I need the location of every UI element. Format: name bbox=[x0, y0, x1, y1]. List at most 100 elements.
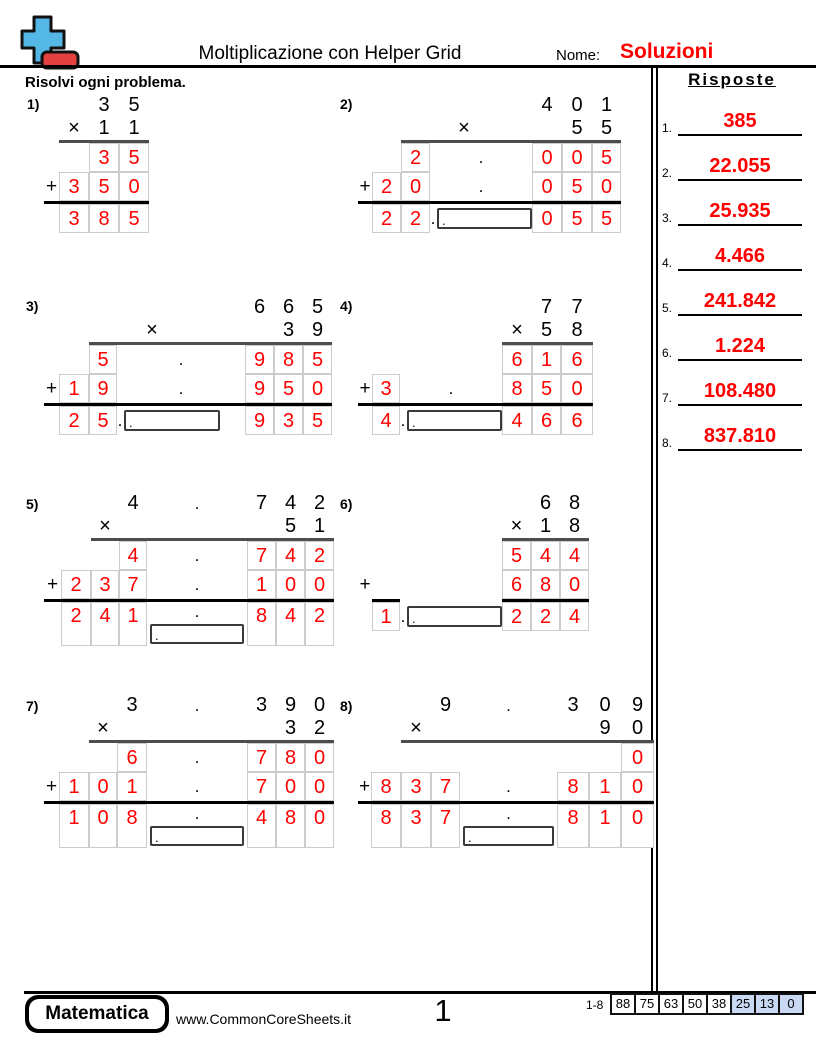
grid-cell: 5 bbox=[592, 204, 621, 233]
multiply-sign: × bbox=[511, 319, 523, 341]
digit: 9 bbox=[311, 319, 324, 341]
digit: 0 bbox=[631, 717, 644, 739]
grid-cell: 3 bbox=[372, 374, 400, 403]
separator-dot: . bbox=[117, 411, 123, 430]
separator-dot: . bbox=[400, 411, 406, 430]
instruction-text: Risolvi ogni problema. bbox=[25, 74, 186, 91]
site-url: www.CommonCoreSheets.it bbox=[176, 1011, 352, 1027]
grid-cell: 6 bbox=[561, 345, 593, 374]
answer-value: 837.810 bbox=[703, 425, 777, 447]
grid-cell: 3 bbox=[91, 570, 119, 599]
brand-badge: Matematica bbox=[25, 995, 169, 1033]
grid-cell: 0 bbox=[276, 772, 305, 801]
multiply-sign: × bbox=[458, 117, 470, 139]
grid-cell: 3 bbox=[274, 406, 303, 435]
grid-cell: 5 bbox=[502, 541, 531, 570]
answer-value: 25.935 bbox=[709, 200, 771, 222]
grid-cell: 7 bbox=[247, 541, 276, 570]
digit: 5 bbox=[540, 319, 553, 341]
grid-cell: 6 bbox=[561, 406, 593, 435]
digit: 1 bbox=[600, 94, 613, 116]
grid-cell: 2 bbox=[372, 204, 401, 233]
separator-dot: . bbox=[155, 830, 159, 845]
answer-box[interactable]: . bbox=[437, 208, 532, 229]
answer-underline bbox=[678, 314, 802, 316]
separator-dot: . bbox=[506, 804, 511, 823]
separator-dot: . bbox=[194, 494, 200, 513]
grid-cell: 0 bbox=[89, 772, 117, 801]
grid-cell: 8 bbox=[371, 772, 401, 801]
worksheet-title: Moltiplicazione con Helper Grid bbox=[198, 43, 462, 64]
grid-cell: 0 bbox=[401, 172, 430, 201]
multiply-sign: × bbox=[146, 319, 158, 341]
answer-number: 1. bbox=[662, 121, 673, 135]
answer-item: 3.25.935 bbox=[662, 196, 804, 226]
separator-dot: . bbox=[478, 177, 484, 196]
answers-divider bbox=[651, 68, 658, 993]
grid-cell: 6 bbox=[117, 743, 147, 772]
grid-cell: 5 bbox=[303, 406, 332, 435]
answer-item: 7.108.480 bbox=[662, 376, 804, 406]
grid-cell: 8 bbox=[371, 804, 401, 848]
score-cell: 50 bbox=[682, 993, 708, 1015]
grid-cell: 0 bbox=[561, 374, 593, 403]
multiply-sign: × bbox=[99, 515, 111, 537]
grid-cell: 5 bbox=[119, 204, 149, 233]
answer-box[interactable]: . bbox=[407, 410, 502, 431]
answer-value: 4.466 bbox=[714, 245, 766, 267]
header-rule bbox=[0, 65, 816, 68]
answer-value: 385 bbox=[723, 110, 757, 132]
grid-cell: 5 bbox=[119, 143, 149, 172]
plus-sign: + bbox=[46, 574, 59, 595]
grid-cell: 0 bbox=[305, 570, 334, 599]
grid-cell: 1 bbox=[589, 804, 621, 848]
digit: 7 bbox=[540, 296, 553, 318]
separator-dot: . bbox=[194, 804, 200, 823]
grid-cell: 8 bbox=[531, 570, 560, 599]
grid-cell: 2 bbox=[401, 143, 430, 172]
grid-cell: 2 bbox=[401, 204, 430, 233]
grid-cell: 0 bbox=[621, 804, 654, 848]
grid-cell: 8 bbox=[89, 204, 119, 233]
separator-dot: . bbox=[194, 602, 200, 621]
grid-cell: 5 bbox=[89, 345, 117, 374]
score-cell: 38 bbox=[706, 993, 732, 1015]
sum-line bbox=[502, 599, 589, 602]
answer-number: 7. bbox=[662, 391, 673, 405]
digit: 4 bbox=[541, 94, 553, 116]
grid-cell: 5 bbox=[274, 374, 303, 403]
separator-dot: . bbox=[448, 379, 454, 398]
answer-box[interactable]: . bbox=[124, 410, 220, 431]
grid-cell: 4 bbox=[276, 602, 305, 646]
separator-dot: . bbox=[178, 350, 184, 369]
answer-box[interactable]: . bbox=[463, 826, 554, 846]
digit: 5 bbox=[128, 94, 140, 116]
grid-cell: 0 bbox=[621, 772, 654, 801]
answer-value: 1.224 bbox=[714, 335, 766, 357]
grid-cell: 1 bbox=[372, 602, 400, 631]
grid-cell: 8 bbox=[117, 804, 147, 848]
grid-cell: 5 bbox=[303, 345, 332, 374]
plus-sign: + bbox=[359, 378, 371, 399]
grid-cell: 4 bbox=[91, 602, 119, 646]
grid-cell: 0 bbox=[532, 204, 562, 233]
grid-cell: 9 bbox=[245, 345, 274, 374]
grid-cell: 1 bbox=[589, 772, 621, 801]
score-cell: 13 bbox=[754, 993, 780, 1015]
answer-box[interactable]: . bbox=[150, 826, 244, 846]
multiply-sign: × bbox=[68, 117, 80, 139]
grid-cell: 3 bbox=[401, 772, 431, 801]
grid-cell: 2 bbox=[372, 172, 401, 201]
digit: 9 bbox=[631, 694, 644, 716]
answer-underline bbox=[678, 134, 802, 136]
grid-cell: 4 bbox=[560, 541, 589, 570]
answer-box[interactable]: . bbox=[150, 624, 244, 644]
digit: 0 bbox=[313, 694, 326, 716]
answer-box[interactable]: . bbox=[407, 606, 502, 627]
plus-minus-logo-icon bbox=[20, 15, 80, 70]
multiply-sign: × bbox=[97, 717, 109, 739]
separator-dot: . bbox=[412, 415, 416, 430]
grid-cell: 4 bbox=[247, 804, 276, 848]
grid-cell: 6 bbox=[502, 345, 532, 374]
score-cell: 0 bbox=[778, 993, 804, 1015]
